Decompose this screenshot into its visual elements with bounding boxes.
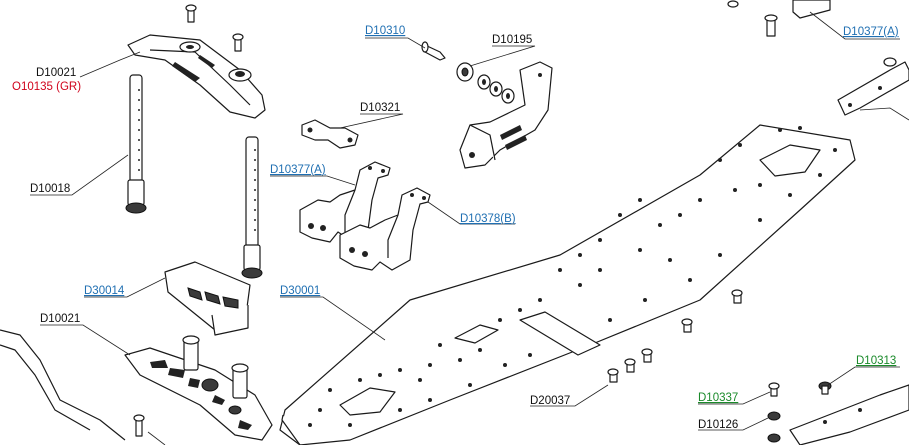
holder-a-part (299, 161, 391, 243)
label-d10377a[interactable]: D10377(A) (270, 164, 326, 176)
holder-b-part (339, 187, 431, 271)
bumper-foam-part (164, 261, 251, 336)
small-screws-top (185, 4, 244, 52)
part-labels: D10310 D10195 D10377(A) D10021 O10135 (G… (12, 25, 899, 431)
leader-lines (30, 11, 909, 445)
label-d10377a-right[interactable]: D10377(A) (843, 26, 899, 38)
body-post-right (241, 136, 263, 279)
right-top-screws (727, 0, 831, 37)
label-d10018: D10018 (30, 183, 70, 195)
right-arm-part (837, 57, 909, 116)
bottom-right-screws (767, 381, 832, 443)
label-d10310[interactable]: D10310 (365, 25, 405, 37)
chassis-screws (607, 289, 743, 383)
bottom-right-plate (789, 384, 909, 445)
label-d10021-bottom: D10021 (40, 313, 80, 325)
chassis-fragment-left-inner (0, 344, 91, 431)
chassis-fragment-left (0, 329, 126, 441)
label-d30001[interactable]: D30001 (280, 285, 320, 297)
chassis-plate (279, 124, 856, 445)
label-d10021-top: D10021 (36, 67, 76, 79)
label-d30014[interactable]: D30014 (84, 285, 125, 297)
label-d10337[interactable]: D10337 (698, 392, 738, 404)
label-o10135: O10135 (GR) (12, 81, 81, 93)
gearbox-bracket-part (459, 61, 553, 169)
screw-bottom-left (133, 414, 145, 437)
label-d10195: D10195 (492, 34, 532, 46)
lower-brace-part (124, 335, 273, 441)
label-d20037: D20037 (530, 395, 570, 407)
chassis-holes (308, 126, 837, 427)
label-d10126: D10126 (698, 419, 738, 431)
body-post-left (125, 74, 147, 214)
label-d10378b[interactable]: D10378(B) (460, 213, 516, 225)
bearings-part (456, 62, 515, 104)
label-d10321: D10321 (360, 102, 400, 114)
link-part (301, 119, 359, 149)
upper-brace-part (127, 34, 266, 119)
screw-part (421, 41, 446, 61)
label-d10313[interactable]: D10313 (856, 355, 896, 367)
